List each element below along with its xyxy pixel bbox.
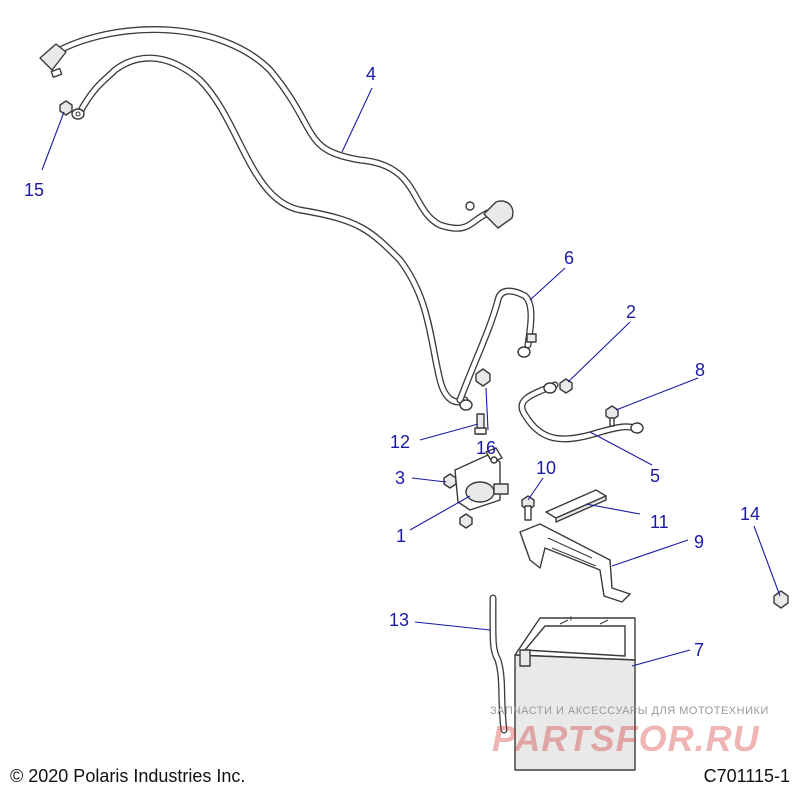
callout-14: 14 bbox=[740, 504, 760, 524]
nut-16 bbox=[475, 368, 491, 387]
callout-2: 2 bbox=[626, 302, 636, 322]
callout-7: 7 bbox=[694, 640, 704, 660]
drawing-code: C701115-1 bbox=[703, 766, 790, 786]
callout-10: 10 bbox=[536, 458, 556, 478]
vent-tube-13 bbox=[489, 594, 508, 734]
terminal-boot-right bbox=[483, 200, 514, 229]
solenoid-1 bbox=[454, 447, 509, 511]
callout-13: 13 bbox=[389, 610, 409, 630]
callout-1: 1 bbox=[396, 526, 406, 546]
callout-4: 4 bbox=[366, 64, 376, 84]
bolt-lower bbox=[459, 513, 473, 529]
callout-9: 9 bbox=[694, 532, 704, 552]
leader-lines bbox=[41, 87, 781, 667]
battery-cable-4 bbox=[39, 26, 514, 232]
callout-6: 6 bbox=[564, 248, 574, 268]
battery-cable-long-lower bbox=[71, 54, 469, 406]
nut-15 bbox=[59, 100, 73, 116]
bolt-10 bbox=[521, 495, 535, 521]
battery-cable-6 bbox=[456, 287, 537, 411]
terminal-boot-top-left bbox=[39, 43, 67, 71]
battery-7: + bbox=[514, 614, 636, 771]
callout-5: 5 bbox=[650, 466, 660, 486]
watermark-caption: ЗАПЧАСТИ И АКСЕССУАРЫ ДЛЯ МОТОТЕХНИКИ bbox=[490, 705, 769, 717]
callout-11: 11 bbox=[650, 512, 669, 532]
watermark-logo: PARTSFOR.RU bbox=[492, 718, 760, 759]
bolt-8 bbox=[605, 405, 619, 427]
nut-14 bbox=[773, 590, 789, 609]
copyright-notice: © 2020 Polaris Industries Inc. bbox=[10, 766, 246, 786]
callout-16: 16 bbox=[476, 438, 496, 458]
svg-text:+: + bbox=[568, 614, 574, 625]
callout-12: 12 bbox=[390, 432, 410, 452]
callout-8: 8 bbox=[695, 360, 705, 380]
callout-3: 3 bbox=[395, 468, 405, 488]
battery-bracket-9 bbox=[519, 523, 631, 603]
pad-11 bbox=[545, 489, 607, 523]
battery-cable-5 bbox=[518, 381, 644, 443]
nut-2 bbox=[559, 378, 573, 394]
callout-15: 15 bbox=[24, 180, 44, 200]
